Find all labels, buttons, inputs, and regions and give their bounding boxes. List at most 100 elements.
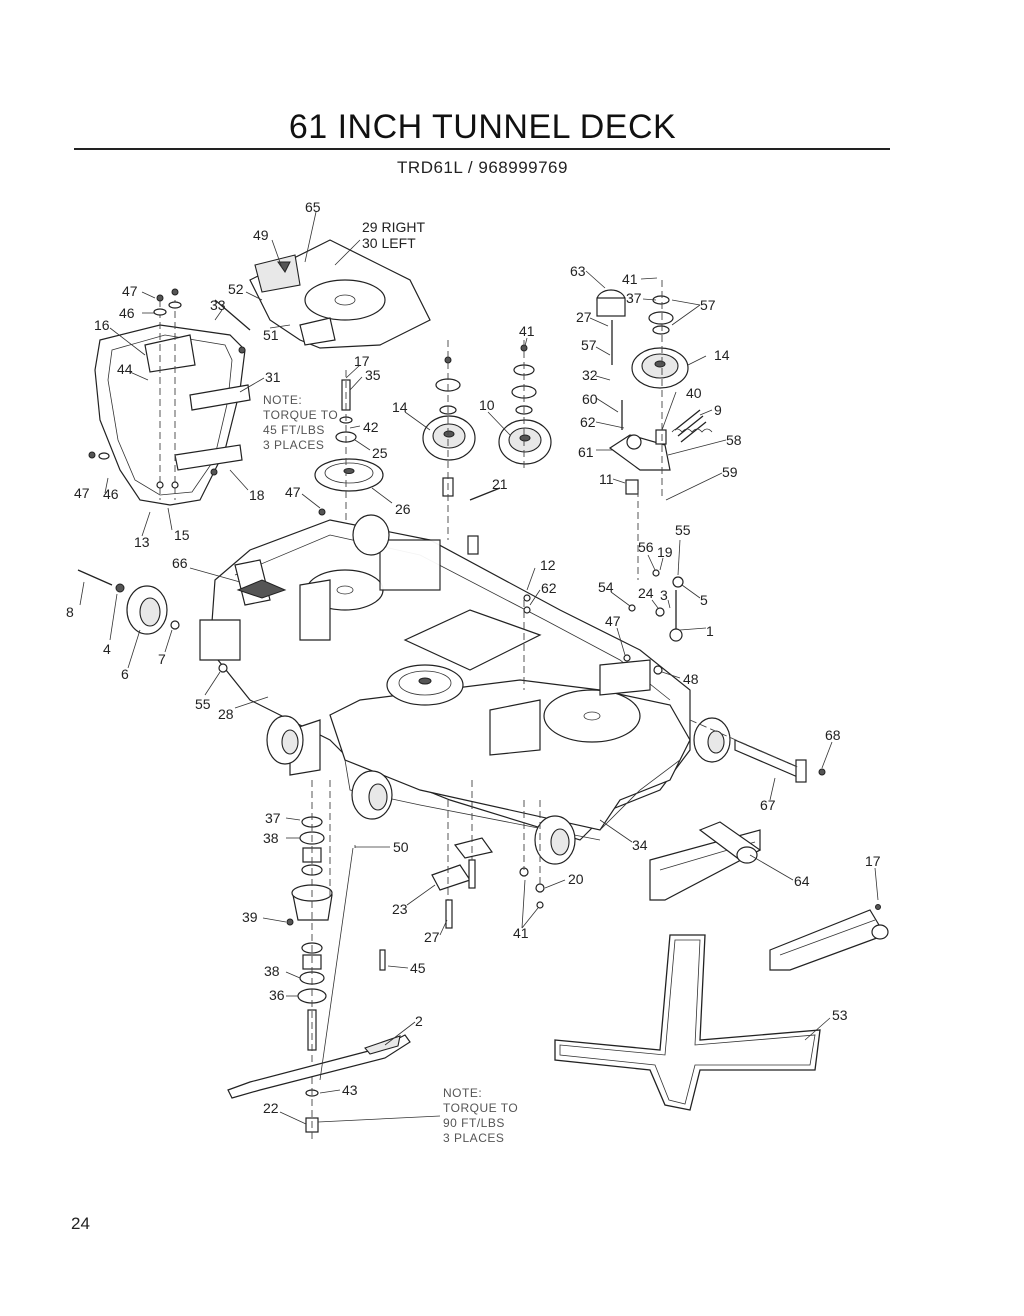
callout-19: 19	[657, 544, 673, 560]
callout-57: 57	[581, 337, 597, 353]
callout-44: 44	[117, 361, 133, 377]
callout-55: 55	[675, 522, 691, 538]
callout-22: 22	[263, 1100, 279, 1116]
callout-9: 9	[714, 402, 722, 418]
callout-34: 34	[632, 837, 648, 853]
callout-53: 53	[832, 1007, 848, 1023]
callout-38: 38	[263, 830, 279, 846]
callout-41: 41	[513, 925, 529, 941]
callout-8: 8	[66, 604, 74, 620]
callout-2: 2	[415, 1013, 423, 1029]
callout-13: 13	[134, 534, 150, 550]
callout-27: 27	[424, 929, 440, 945]
callout-59: 59	[722, 464, 738, 480]
callout-65: 65	[305, 199, 321, 215]
mower-deck-shell	[199, 519, 691, 841]
callout-46: 46	[103, 486, 119, 502]
callout-17: 17	[865, 853, 881, 869]
callout-42: 42	[363, 419, 379, 435]
deflector-shield	[94, 299, 251, 506]
callout-51: 51	[263, 327, 279, 343]
note-line: 3 PLACES	[263, 438, 324, 452]
callout-39: 39	[242, 909, 258, 925]
callout-58: 58	[726, 432, 742, 448]
callout-47: 47	[605, 613, 621, 629]
callout-40: 40	[686, 385, 702, 401]
front-axle	[689, 719, 826, 783]
callout-37: 37	[265, 810, 281, 826]
page-number: 24	[71, 1214, 90, 1233]
torque-note-lower: NOTE: TORQUE TO 90 FT/LBS 3 PLACES	[443, 1086, 518, 1145]
callout-67: 67	[760, 797, 776, 813]
callout-25: 25	[372, 445, 388, 461]
callout-52: 52	[228, 281, 244, 297]
callout-47: 47	[74, 485, 90, 501]
callout-23: 23	[392, 901, 408, 917]
callout-45: 45	[410, 960, 426, 976]
mounting-hardware-bottom	[286, 600, 545, 971]
callout-14: 14	[392, 399, 408, 415]
callout-5: 5	[700, 592, 708, 608]
note-line: NOTE:	[443, 1086, 482, 1100]
callout-38: 38	[264, 963, 280, 979]
note-line: 45 FT/LBS	[263, 423, 325, 437]
callout-62: 62	[541, 580, 557, 596]
callout-28: 28	[218, 706, 234, 722]
callout-20: 20	[568, 871, 584, 887]
deck-rollers	[77, 514, 731, 865]
callout-46: 46	[119, 305, 135, 321]
callout-66: 66	[172, 555, 188, 571]
callout-33: 33	[210, 297, 226, 313]
leader-lines	[79, 211, 879, 1125]
callout-41: 41	[519, 323, 535, 339]
callout-labels: 65 49 29 RIGHT 30 LEFT 47 46 52 33 16 51…	[66, 199, 881, 1116]
callout-29: 29 RIGHT	[362, 219, 425, 235]
spindle-assembly	[291, 780, 333, 1140]
callout-54: 54	[598, 579, 614, 595]
mower-blade	[227, 1034, 411, 1099]
callout-16: 16	[94, 317, 110, 333]
callout-1: 1	[706, 623, 714, 639]
callout-55: 55	[195, 696, 211, 712]
small-hardware-left	[88, 288, 326, 516]
callout-17: 17	[354, 353, 370, 369]
hitch-brackets	[649, 821, 889, 971]
belt-cover	[249, 239, 431, 349]
page-title: 61 INCH TUNNEL DECK	[288, 108, 677, 146]
drive-belt	[554, 934, 821, 1111]
callout-56: 56	[638, 539, 654, 555]
callout-31: 31	[265, 369, 281, 385]
note-line: 90 FT/LBS	[443, 1116, 505, 1130]
idler-arm-assembly	[596, 280, 713, 580]
callout-37: 37	[626, 290, 642, 306]
callout-21: 21	[492, 476, 508, 492]
title-rule	[74, 148, 890, 150]
callout-48: 48	[683, 671, 699, 687]
callout-62: 62	[580, 414, 596, 430]
callout-60: 60	[582, 391, 598, 407]
callout-43: 43	[342, 1082, 358, 1098]
lift-lever-hardware	[523, 569, 684, 675]
callout-18: 18	[249, 487, 265, 503]
callout-4: 4	[103, 641, 111, 657]
callout-27: 27	[576, 309, 592, 325]
model-number: TRD61L / 968999769	[397, 158, 568, 177]
callout-32: 32	[582, 367, 598, 383]
note-line: NOTE:	[263, 393, 302, 407]
callout-47: 47	[122, 283, 138, 299]
left-pulley-stack	[314, 370, 384, 520]
callout-50: 50	[393, 839, 409, 855]
callout-3: 3	[660, 587, 668, 603]
callout-14: 14	[714, 347, 730, 363]
callout-64: 64	[794, 873, 810, 889]
callout-11: 11	[599, 471, 614, 487]
callout-35: 35	[365, 367, 381, 383]
callout-57: 57	[700, 297, 716, 313]
callout-47: 47	[285, 484, 301, 500]
callout-24: 24	[638, 585, 654, 601]
callout-15: 15	[174, 527, 190, 543]
callout-49: 49	[253, 227, 269, 243]
callout-41: 41	[622, 271, 638, 287]
callout-7: 7	[158, 651, 166, 667]
